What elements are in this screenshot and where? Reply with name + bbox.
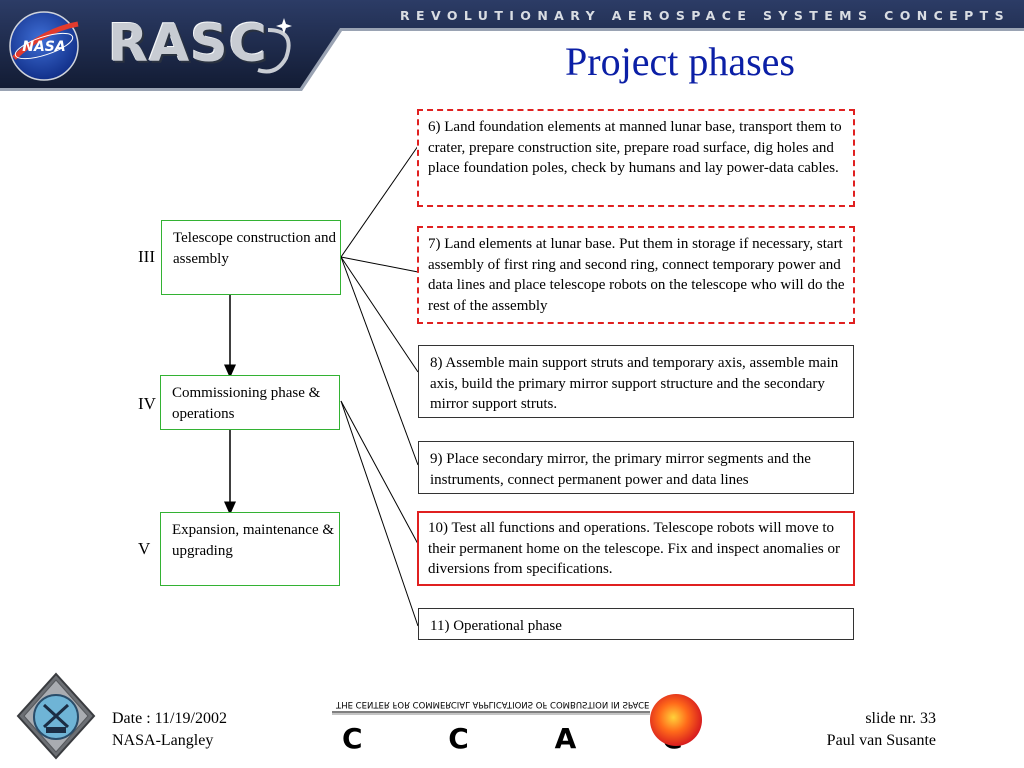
footer-author: Paul van Susante [826, 732, 936, 749]
connector-line [340, 256, 419, 273]
header-background: NASA [0, 0, 1024, 91]
slide-number: slide nr. 33 [865, 710, 936, 727]
school-of-mines-seal-icon [16, 672, 96, 760]
footer-right: slide nr. 33 Paul van Susante [827, 708, 936, 752]
connector-line [340, 256, 419, 373]
step-text: 11) Operational phase [430, 618, 562, 634]
footer-left: Date : 11/19/2002 NASA-Langley [112, 708, 227, 752]
step-text: 10) Test all functions and operations. T… [428, 520, 840, 577]
step-box-11: 11) Operational phase [418, 608, 854, 640]
step-box-8: 8) Assemble main support struts and temp… [418, 345, 854, 418]
phase-label: Commissioning phase & operations [172, 385, 321, 422]
ccacs-logo-icon: THE CENTER FOR COMMERCIAL APPLICATIONS O… [332, 694, 710, 754]
rasc-logo: RASC [108, 14, 268, 74]
phase-box-expansion: Expansion, maintenance & upgrading [160, 512, 340, 586]
step-box-10: 10) Test all functions and operations. T… [417, 511, 855, 586]
step-box-9: 9) Place secondary mirror, the primary m… [418, 441, 854, 494]
phase-label: Telescope construction and assembly [173, 230, 337, 267]
phase-label: Expansion, maintenance & upgrading [172, 522, 335, 559]
connector-line [340, 145, 419, 258]
step-text: 7) Land elements at lunar base. Put them… [428, 236, 845, 314]
step-text: 6) Land foundation elements at manned lu… [428, 119, 842, 176]
page-title: Project phases [565, 39, 795, 84]
nasa-logo-text: NASA [22, 39, 65, 55]
step-text: 9) Place secondary mirror, the primary m… [430, 451, 811, 488]
header-banner: NASA RASC REVOLUTIONARY AEROSPACE SYSTEM… [0, 0, 1024, 92]
phase-box-commissioning: Commissioning phase & operations [160, 375, 340, 430]
svg-text:THE CENTER FOR COMMERCIAL APPL: THE CENTER FOR COMMERCIAL APPLICATIONS O… [335, 699, 649, 709]
connector-line [340, 400, 419, 545]
connector-line [340, 256, 419, 466]
svg-text:C C A C S: C C A C S [342, 722, 710, 754]
phase-box-construction: Telescope construction and assembly [161, 220, 341, 295]
footer-date: Date : 11/19/2002 [112, 710, 227, 727]
phase-numeral: V [138, 539, 151, 558]
phase-numeral: III [138, 247, 155, 266]
connector-line [340, 400, 419, 627]
step-text: 8) Assemble main support struts and temp… [430, 355, 839, 412]
step-box-6: 6) Land foundation elements at manned lu… [417, 109, 855, 207]
step-box-7: 7) Land elements at lunar base. Put them… [417, 226, 855, 324]
phase-numeral: IV [138, 394, 156, 413]
header-tagline: REVOLUTIONARY AEROSPACE SYSTEMS CONCEPTS [400, 8, 1010, 23]
footer-org: NASA-Langley [112, 732, 214, 749]
